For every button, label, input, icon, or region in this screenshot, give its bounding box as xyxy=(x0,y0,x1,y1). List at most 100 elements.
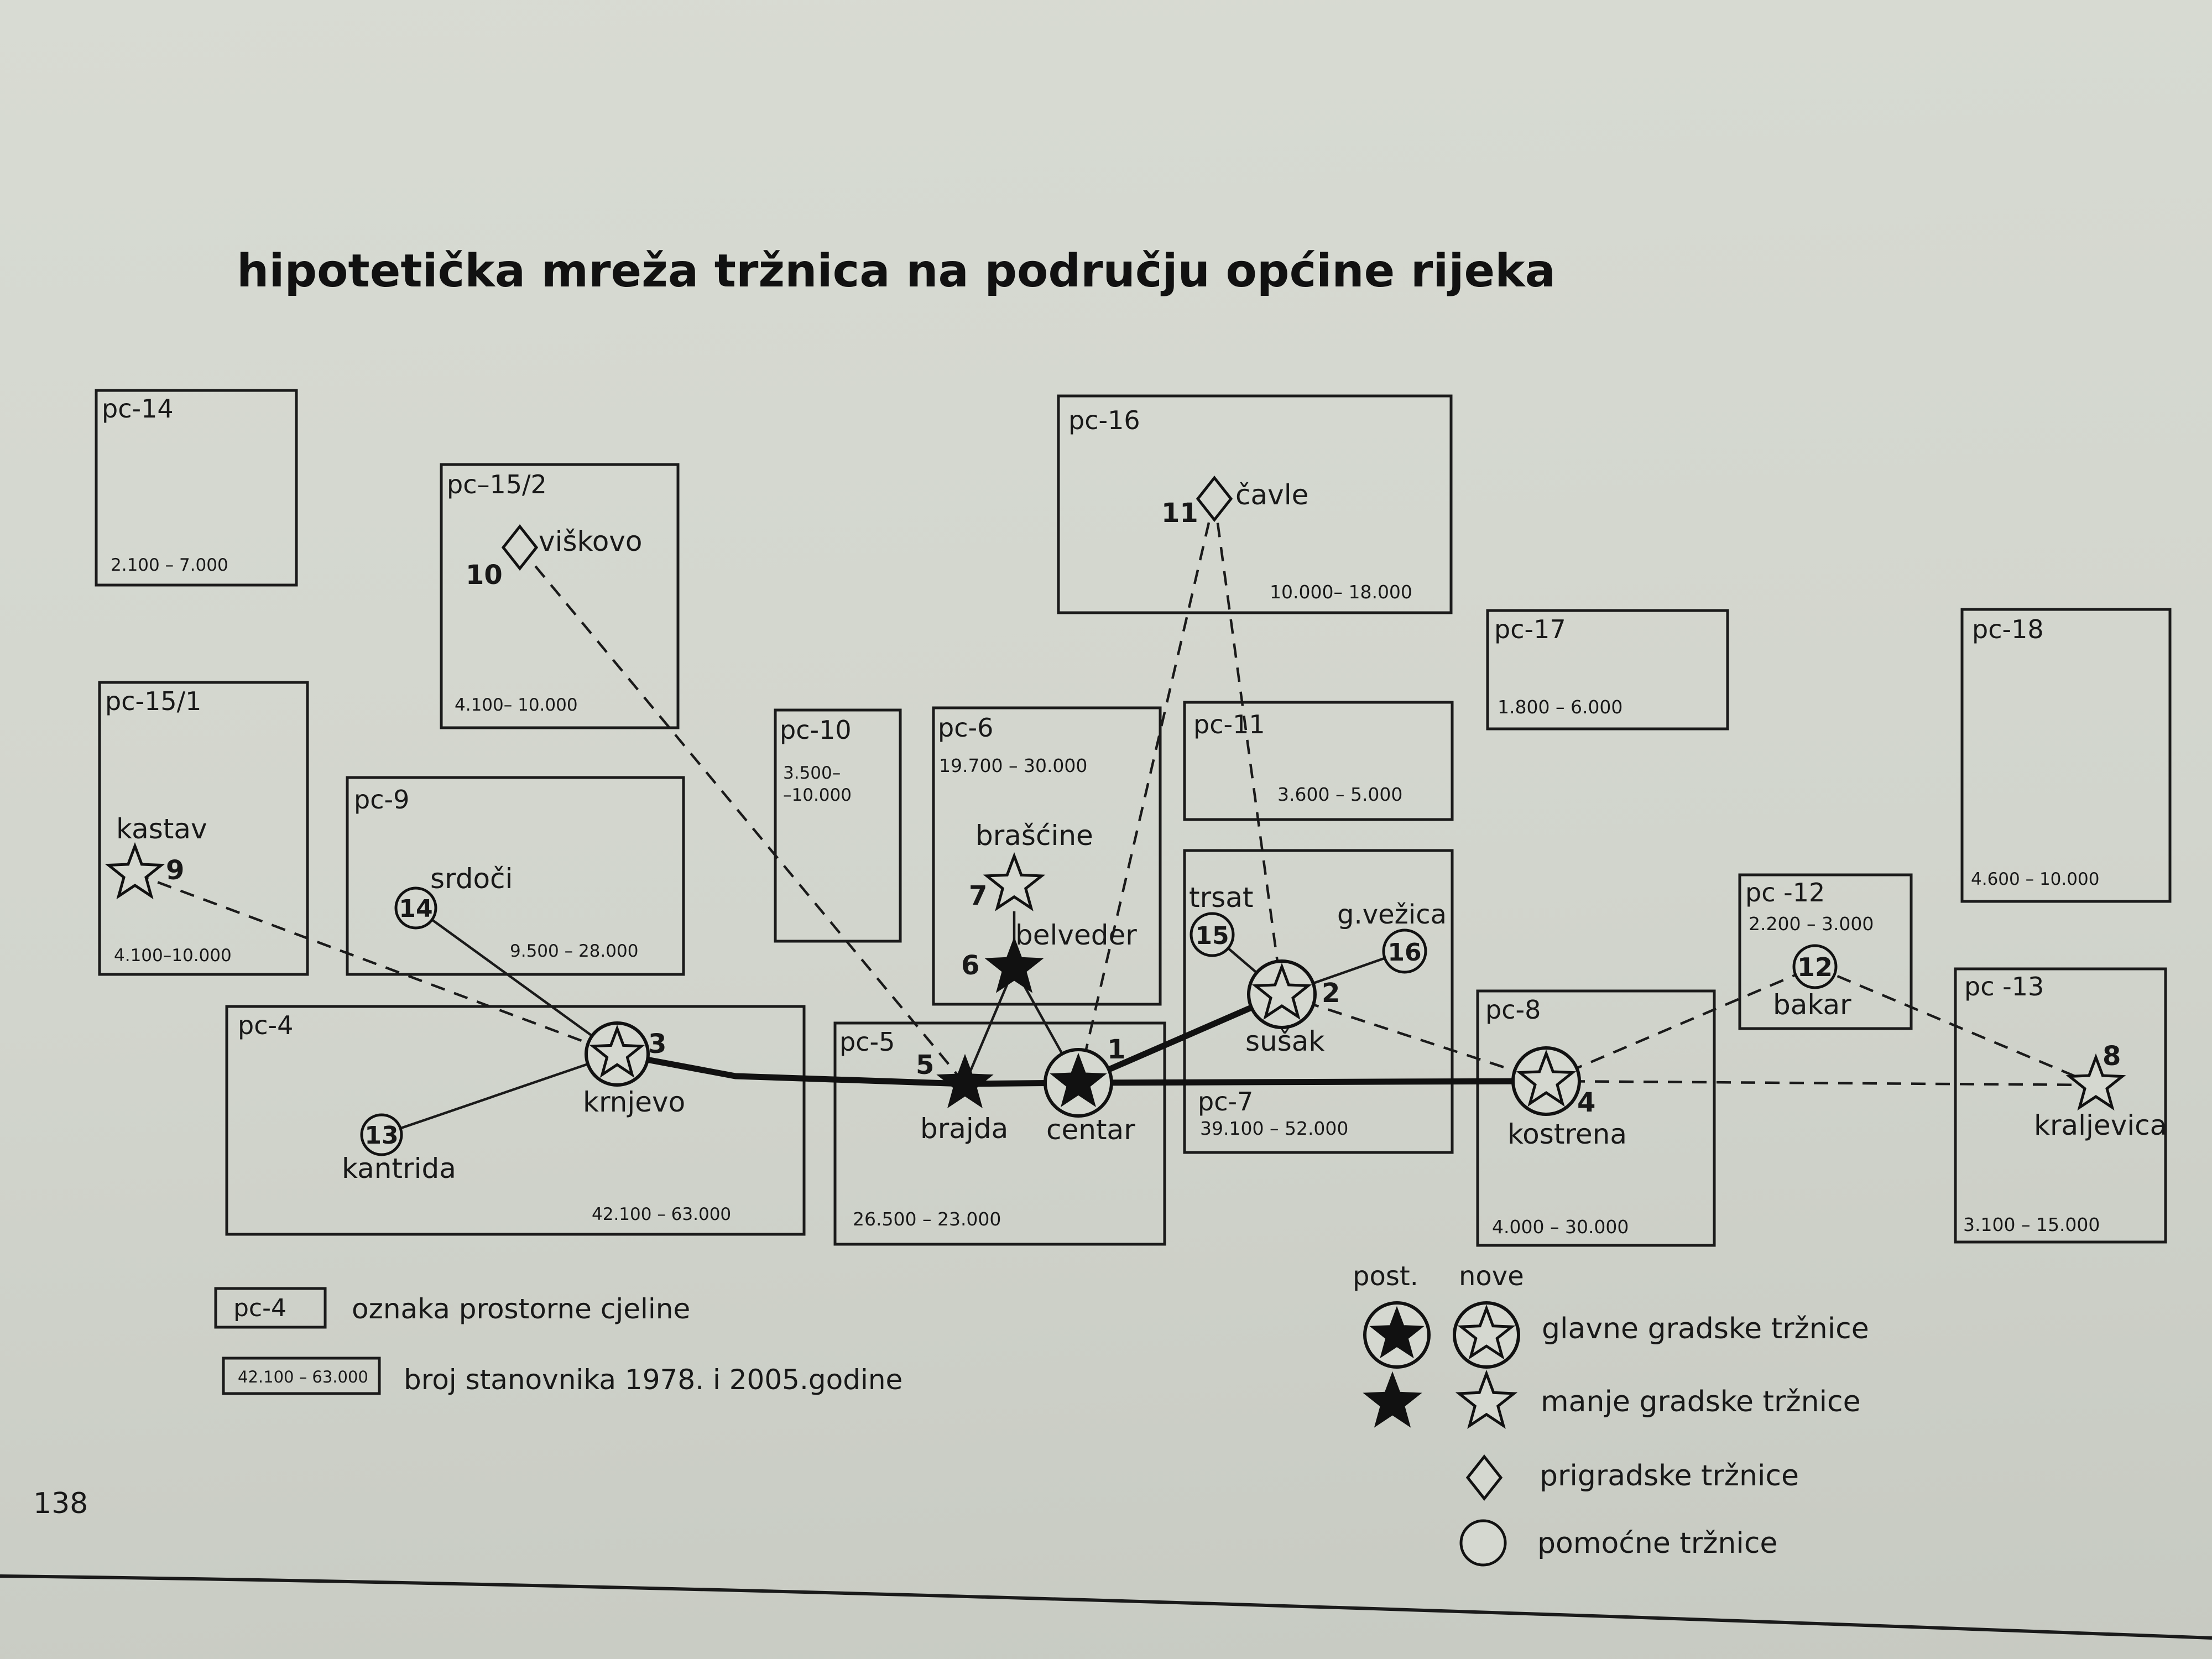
market-number: 2 xyxy=(1322,978,1340,1009)
legend-item-text: manje gradske tržnice xyxy=(1541,1385,1861,1418)
star-icon-outline xyxy=(2065,1053,2126,1111)
diamond-icon xyxy=(501,524,539,571)
page-number: 138 xyxy=(33,1487,88,1520)
region-population: 3.100 – 15.000 xyxy=(1963,1214,2100,1235)
market-number: 8 xyxy=(2103,1041,2121,1072)
legend-region-sample: pc-4 xyxy=(233,1294,286,1322)
market-number: 14 xyxy=(399,895,432,923)
suburban-link xyxy=(1281,993,1547,1083)
region-pc-17: pc-17 1.800 – 6.000 xyxy=(1486,609,1729,731)
suburban-link xyxy=(1814,965,2096,1087)
market-name: brašćine xyxy=(975,820,1093,852)
page-edge-line xyxy=(0,1574,2212,1640)
region-label: pc-6 xyxy=(938,713,993,743)
legend-population-marker: 42.100 – 63.000 broj stanovnika 1978. i … xyxy=(222,1357,902,1396)
region-pc-11: pc-11 3.600 – 5.000 xyxy=(1183,701,1454,821)
market-name: centar xyxy=(1046,1114,1135,1146)
region-pc-15-2: pc–15/2 4.100– 10.000 xyxy=(440,463,680,729)
auxiliary-circle-icon xyxy=(1190,912,1235,957)
market-name: g.vežica xyxy=(1337,899,1447,930)
market-cavle: 11 čavle xyxy=(1161,475,1308,529)
auxiliary-circle-icon xyxy=(360,1113,403,1156)
legend: pc-4 oznaka prostorne cjeline 42.100 – 6… xyxy=(214,1261,1869,1567)
star-icon-outline xyxy=(589,1024,645,1078)
star-icon-outline xyxy=(1251,962,1312,1020)
region-label: pc-11 xyxy=(1193,709,1265,739)
region-population: 4.600 – 10.000 xyxy=(1971,869,2099,889)
region-label: pc–15/2 xyxy=(447,469,547,499)
legend-row-suburban: prigradske tržnice xyxy=(1465,1454,1799,1501)
market-number: 6 xyxy=(961,950,979,981)
auxiliary-circle-icon xyxy=(1382,928,1427,974)
region-pc-15-1: pc-15/1 4.100–10.000 xyxy=(98,681,309,976)
region-pc-7: pc-7 39.100 – 52.000 xyxy=(1183,849,1454,1154)
region-pc-6: pc-6 19.700 – 30.000 xyxy=(932,706,1162,1006)
market-number: 4 xyxy=(1577,1087,1595,1118)
auxiliary-link xyxy=(415,907,618,1055)
market-number: 12 xyxy=(1797,952,1833,982)
region-population: 2.100 – 7.000 xyxy=(111,555,228,575)
star-icon-filled xyxy=(984,936,1044,993)
region-label: pc-5 xyxy=(839,1027,895,1057)
region-pc-14: pc-14 2.100 – 7.000 xyxy=(95,389,298,587)
region-label: pc-16 xyxy=(1068,405,1140,435)
market-number: 11 xyxy=(1161,498,1198,529)
market-name: krnjevo xyxy=(583,1086,685,1118)
region-population: 42.100 – 63.000 xyxy=(592,1204,731,1224)
legend-row-auxiliary: pomoćne tržnice xyxy=(1459,1519,1777,1567)
region-population: 39.100 – 52.000 xyxy=(1200,1118,1348,1139)
market-name: viškovo xyxy=(539,525,642,557)
market-name: brajda xyxy=(920,1113,1008,1145)
region-label: pc -13 xyxy=(1964,972,2044,1001)
auxiliary-circle-icon xyxy=(1792,944,1838,989)
market-name: belveder xyxy=(1015,919,1137,951)
star-icon-filled xyxy=(1369,1306,1425,1359)
auxiliary-circle-icon xyxy=(1459,1519,1507,1567)
market-name: srdoči xyxy=(430,863,513,895)
market-number: 13 xyxy=(364,1121,398,1150)
region-population: 19.700 – 30.000 xyxy=(939,755,1087,776)
region-label: pc-9 xyxy=(354,785,409,815)
market-number: 10 xyxy=(466,560,503,591)
region-pc-8: pc-8 4.000 – 30.000 xyxy=(1476,989,1716,1247)
region-label: pc-8 xyxy=(1485,995,1541,1025)
market-susak: 2 sušak xyxy=(1245,959,1340,1057)
market-kostrena: 4 kostrena xyxy=(1507,1046,1627,1150)
market-name: kraljevica xyxy=(2034,1109,2167,1141)
region-pc-9: pc-9 9.500 – 28.000 xyxy=(346,776,685,976)
market-kraljevica: 8 kraljevica xyxy=(2034,1041,2167,1141)
market-number: 16 xyxy=(1387,938,1421,967)
star-icon-filled xyxy=(1363,1371,1422,1428)
star-icon-outline xyxy=(105,842,165,900)
auxiliary-link xyxy=(381,1052,618,1136)
market-srdoci: 14 srdoči xyxy=(394,863,513,930)
region-population: 4.100– 10.000 xyxy=(455,695,578,715)
market-number: 3 xyxy=(648,1029,666,1060)
legend-region-marker: pc-4 oznaka prostorne cjeline xyxy=(214,1287,690,1329)
market-viskovo: 10 viškovo xyxy=(466,524,642,591)
legend-row-minor: manje gradske tržnice xyxy=(1363,1369,1861,1429)
market-number: 7 xyxy=(969,880,987,911)
star-icon-filled xyxy=(936,1053,994,1108)
region-population: 1.800 – 6.000 xyxy=(1498,696,1623,718)
market-number: 9 xyxy=(166,855,184,886)
legend-population-text: broj stanovnika 1978. i 2005.godine xyxy=(404,1364,902,1396)
region-label: pc-14 xyxy=(102,394,174,424)
legend-item-text: prigradske tržnice xyxy=(1540,1459,1799,1493)
market-name: sušak xyxy=(1245,1025,1324,1057)
market-number: 15 xyxy=(1195,922,1229,950)
market-centar: 1 centar xyxy=(1044,1034,1135,1146)
region-population: 2.200 – 3.000 xyxy=(1749,913,1874,935)
market-belveder: 6 belveder xyxy=(961,919,1137,993)
region-pc-12: pc -12 2.200 – 3.000 xyxy=(1738,873,1913,1030)
market-bakar: 12 bakar xyxy=(1773,944,1851,1021)
market-kastav: 9 kastav xyxy=(105,813,207,900)
region-pc-18: pc-18 4.600 – 10.000 xyxy=(1960,608,2172,903)
market-brascine: 7 brašćine xyxy=(969,820,1093,911)
region-population: 4.100–10.000 xyxy=(114,946,232,966)
region-label: pc-7 xyxy=(1198,1087,1253,1117)
region-population: 9.500 – 28.000 xyxy=(510,941,638,961)
population-line-2: –10.000 xyxy=(783,785,852,805)
